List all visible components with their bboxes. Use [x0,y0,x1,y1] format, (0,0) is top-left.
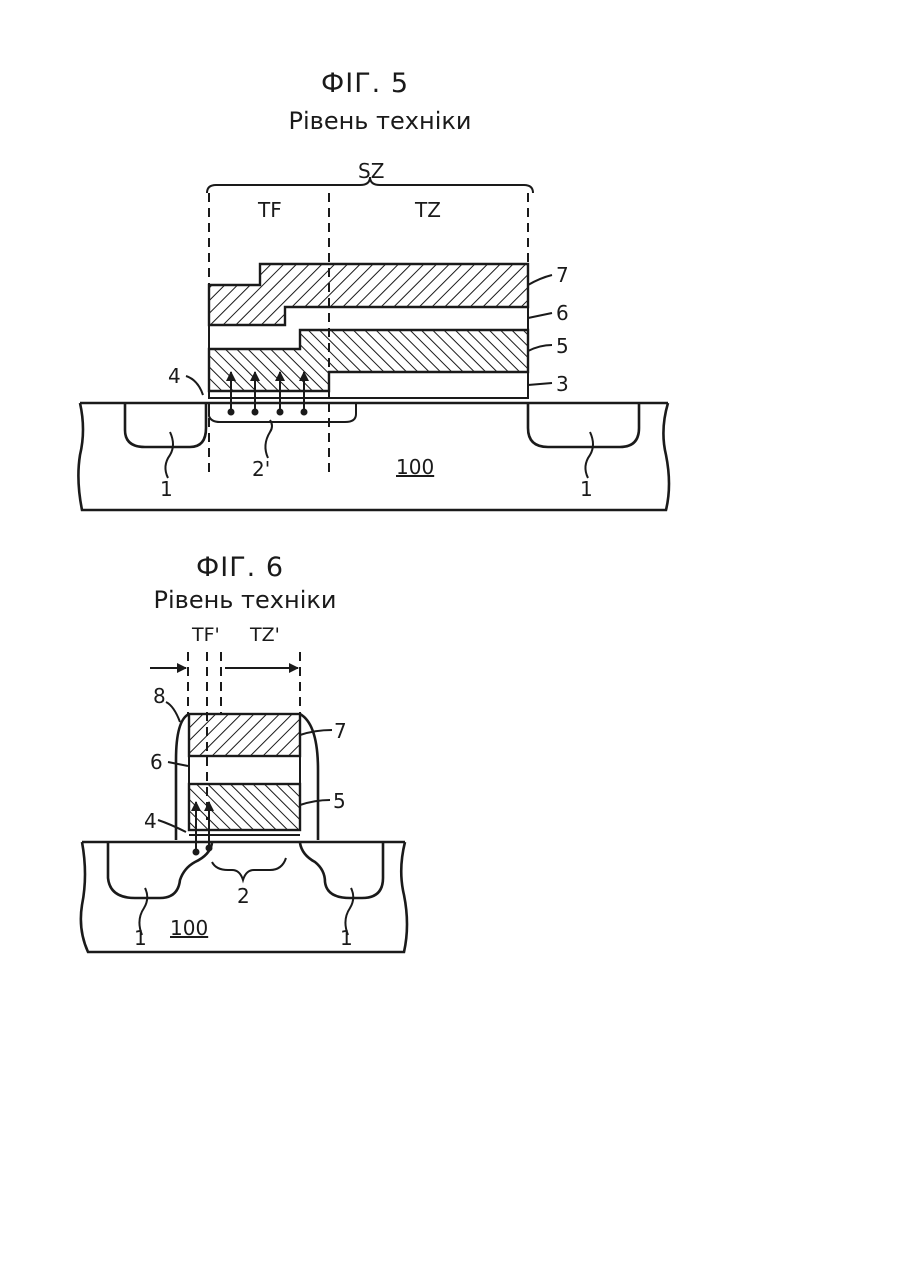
fig6-leader-4 [158,820,186,832]
fig5-label-1-left: 1 [160,477,173,501]
fig6-iso-right [300,843,383,898]
fig6-leader-5 [300,800,330,805]
fig5-iso-left [125,404,206,447]
fig6-layer-6 [189,756,300,784]
fig6-leader-7 [300,730,332,735]
fig5-label-tf: TF [257,198,282,222]
fig5-leader-2p [265,420,272,458]
fig5-label-4: 4 [168,364,181,388]
fig6-spacer-left [176,714,189,840]
fig6-region-2-brace [212,858,286,880]
fig6-label-6: 6 [150,750,163,774]
fig6-label-5: 5 [333,789,346,813]
fig5-leader-4 [186,376,203,395]
fig5-layer-5 [209,330,528,391]
fig5-leader-1-left [165,432,173,478]
fig5-label-100: 100 [396,455,434,479]
fig5-layer-7 [209,264,528,325]
fig5-leader-6 [528,313,552,318]
fig6-label-1-right: 1 [340,926,353,950]
fig5-label-5: 5 [556,334,569,358]
fig5-label-sz: SZ [358,159,384,183]
fig6-label-100: 100 [170,916,208,940]
fig5-leader-1-right [585,432,593,478]
fig6-leader-6 [168,762,188,766]
fig6-layer-5 [189,784,300,830]
fig5-label-6: 6 [556,301,569,325]
fig6-label-tzp: TZ' [249,624,280,646]
fig5-leader-5 [528,345,552,351]
fig6-label-1-left: 1 [134,926,147,950]
fig6-leader-8 [166,702,180,722]
fig5-diagram: SZ TF TZ [78,159,669,510]
fig5-leader-3 [528,383,552,385]
fig5-label-tz: TZ [414,198,441,222]
fig5-label-3: 3 [556,372,569,396]
fig6-label-7: 7 [334,719,347,743]
fig6-label-tfp: TF' [191,624,220,646]
fig6-diagram: TF' TZ' [81,624,407,952]
fig5-label-7: 7 [556,263,569,287]
fig5-label-2p: 2' [252,457,270,481]
fig6-layer-7 [189,714,300,756]
fig6-label-2: 2 [237,884,250,908]
fig6-label-4: 4 [144,809,157,833]
fig5-label-1-right: 1 [580,477,593,501]
fig5-iso-right [528,404,639,447]
fig6-label-8: 8 [153,684,166,708]
fig5-leader-7 [528,275,552,285]
